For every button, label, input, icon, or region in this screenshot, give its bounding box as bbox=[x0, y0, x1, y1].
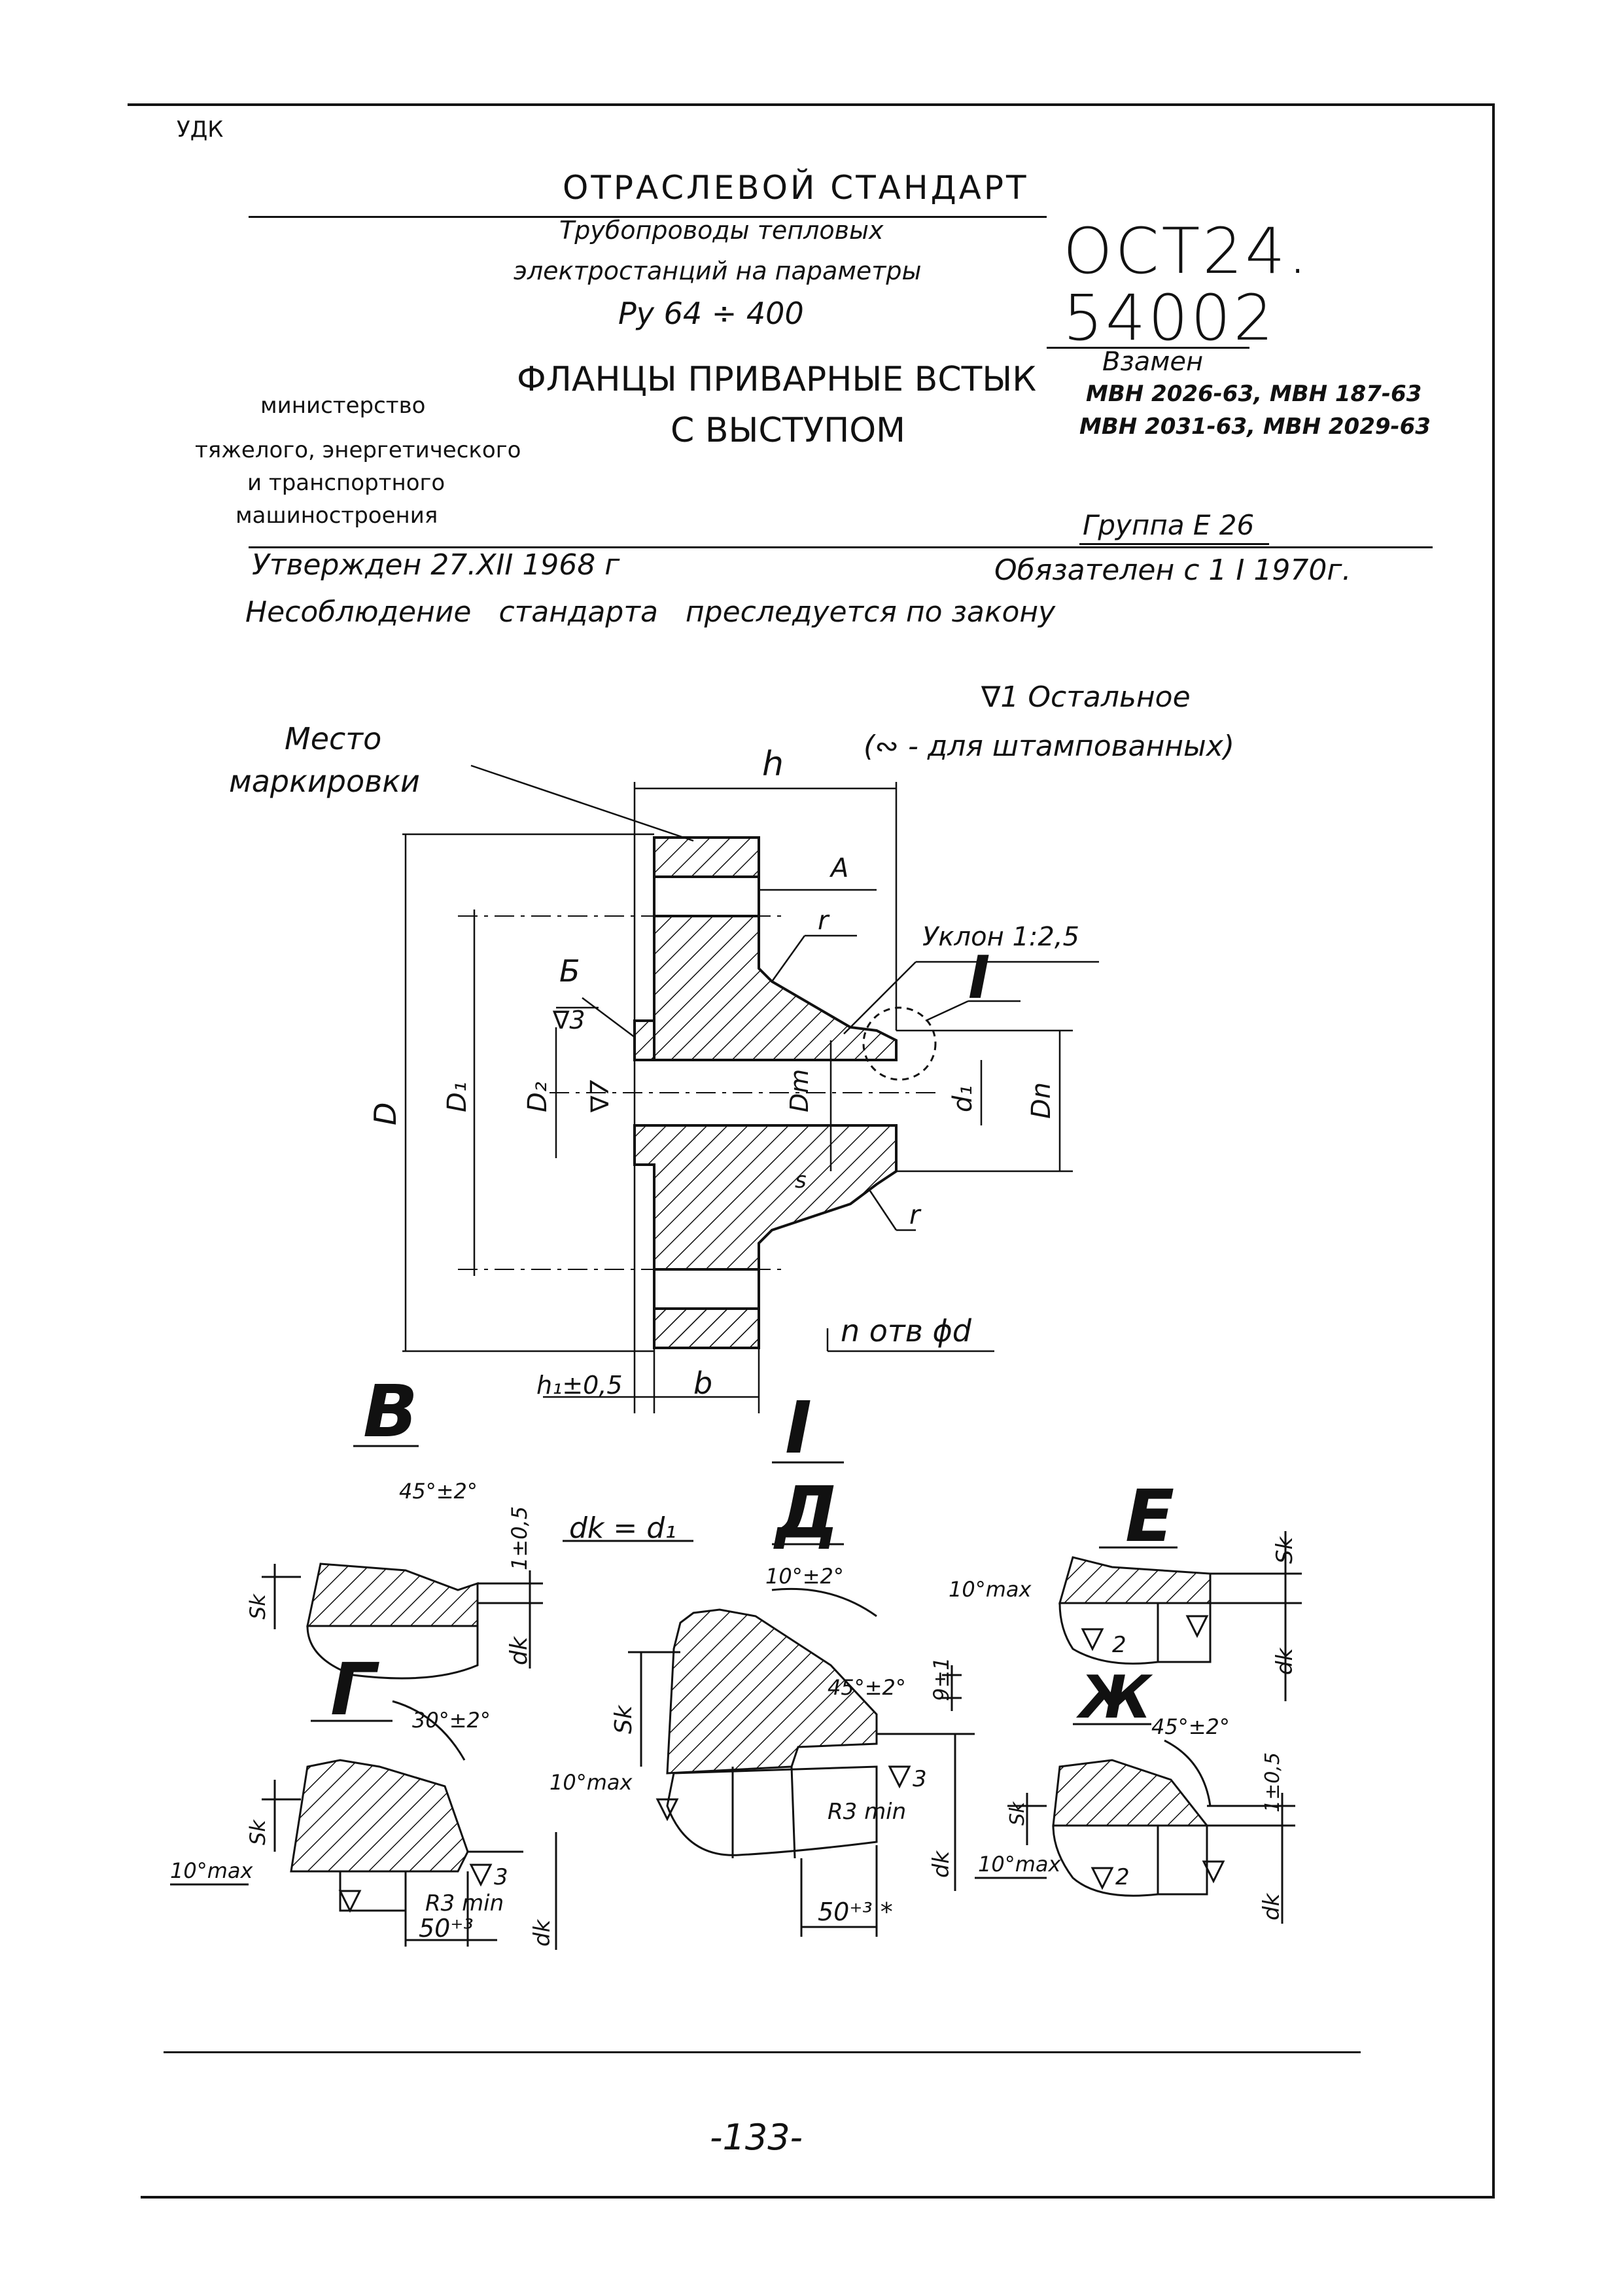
detail-g-title: Г bbox=[330, 1648, 379, 1731]
detail-zh-title: Ж bbox=[1075, 1663, 1153, 1732]
group-underline bbox=[1079, 543, 1269, 545]
subject-line-1: Трубопроводы тепловых bbox=[559, 216, 884, 245]
label-a: А bbox=[829, 853, 848, 883]
ministry-line-3: и транспортного bbox=[247, 470, 445, 496]
ministry-line-4: машиностроения bbox=[236, 503, 438, 529]
udk-label: УДК bbox=[177, 116, 224, 143]
detail-d-angle-1: 10°±2° bbox=[765, 1564, 844, 1589]
marking-place-line-1: Место bbox=[285, 721, 381, 756]
detail-e-maxang: 10°max bbox=[949, 1577, 1032, 1602]
detail-e bbox=[1058, 1531, 1302, 1701]
roughness-marks bbox=[338, 1615, 1225, 1913]
header-divider-2 bbox=[249, 546, 1433, 548]
detail-v-dk: dk bbox=[506, 1635, 532, 1665]
detail-zh-tol: 1±0,5 bbox=[1261, 1752, 1284, 1812]
approved-date: Утвержден 27.XII 1968 г bbox=[252, 548, 620, 582]
detail-d-radius: R3 min bbox=[828, 1799, 906, 1825]
detail-zh-maxang: 10°max bbox=[978, 1852, 1062, 1877]
detail-zh bbox=[975, 1723, 1295, 1924]
detail-d-rough-3: 3 bbox=[913, 1766, 927, 1792]
detail-g-s: Sk bbox=[245, 1819, 270, 1845]
detail-g-angle: 30°±2° bbox=[412, 1708, 491, 1733]
page-number: -133- bbox=[710, 2117, 803, 2158]
detail-zh-s: Sk bbox=[1006, 1801, 1029, 1826]
label-n-holes: n отв ϕd bbox=[841, 1313, 972, 1349]
detail-g-maxang: 10°max bbox=[170, 1858, 254, 1883]
label-D1: D₁ bbox=[442, 1082, 472, 1112]
subject-line-3: Ру 64 ÷ 400 bbox=[618, 296, 804, 331]
detail-v-tol: 1±0,5 bbox=[507, 1506, 532, 1570]
detail-v-s: Sk bbox=[245, 1593, 270, 1619]
label-rough-7: ∇7 bbox=[585, 1080, 614, 1113]
label-b-cyr: Б bbox=[559, 953, 580, 989]
frame-right-line bbox=[1492, 103, 1495, 2199]
footer-divider bbox=[164, 2051, 1361, 2053]
detail-i-d bbox=[628, 1461, 975, 1937]
detail-v-angle: 45°±2° bbox=[399, 1479, 478, 1504]
standard-code-line-2: 54002 bbox=[1063, 281, 1276, 355]
detail-g-radius: R3 min bbox=[425, 1890, 504, 1916]
label-dn: Dn bbox=[1026, 1082, 1056, 1119]
detail-e-title: Е bbox=[1125, 1474, 1174, 1558]
detail-g-rough-3: 3 bbox=[494, 1864, 508, 1890]
detail-v-eq: dk = d₁ bbox=[569, 1511, 676, 1545]
detail-zh-angle: 45°±2° bbox=[1151, 1714, 1230, 1739]
frame-top-line bbox=[128, 103, 1495, 106]
replaces-line-2: МВН 2031-63, МВН 2029-63 bbox=[1079, 414, 1431, 440]
detail-v bbox=[262, 1445, 693, 1680]
ministry-line-1: министерство bbox=[260, 393, 426, 419]
standard-code-line-1: ОСТ24. bbox=[1063, 215, 1310, 288]
marking-place-line-2: маркировки bbox=[229, 764, 420, 799]
label-h: h bbox=[762, 745, 784, 784]
frame-bottom-line bbox=[141, 2196, 1495, 2199]
label-D2: D₂ bbox=[523, 1082, 553, 1112]
detail-zh-dk: dk bbox=[1259, 1892, 1285, 1920]
label-rough-3: ∇3 bbox=[552, 1006, 585, 1034]
detail-e-dk: dk bbox=[1272, 1647, 1298, 1675]
law-note: Несоблюдение стандарта преследуется по з… bbox=[245, 595, 1056, 629]
label-s: s bbox=[795, 1167, 807, 1193]
label-r-bottom: r bbox=[909, 1200, 922, 1230]
slope-label: Уклон 1:2,5 bbox=[922, 922, 1079, 952]
detail-i-title: I bbox=[785, 1386, 812, 1470]
detail-g-dk: dk bbox=[529, 1918, 555, 1947]
detail-d-s: Sk bbox=[610, 1704, 637, 1734]
label-b: b bbox=[693, 1366, 712, 1401]
detail-d-tol: 9±1 bbox=[929, 1657, 954, 1701]
label-d1: d₁ bbox=[948, 1086, 978, 1112]
group-label: Группа Е 26 bbox=[1083, 509, 1255, 541]
replaces-label: Взамен bbox=[1102, 347, 1204, 377]
detail-g bbox=[170, 1700, 557, 1950]
detail-d-title: Д bbox=[773, 1471, 839, 1555]
roughness-note-line-2: (∾ - для штампованных) bbox=[864, 730, 1234, 763]
detail-d-dk: dk bbox=[928, 1850, 954, 1878]
code-underline bbox=[1047, 347, 1249, 349]
label-detail-i: I bbox=[968, 944, 990, 1012]
detail-d-maxang: 10°max bbox=[550, 1770, 633, 1795]
flange-section bbox=[458, 836, 937, 1349]
detail-zh-rough: 2 bbox=[1115, 1864, 1130, 1890]
ministry-line-2: тяжелого, энергетического bbox=[195, 437, 521, 463]
header-divider-1 bbox=[249, 216, 1047, 218]
mandatory-date: Обязателен с 1 I 1970г. bbox=[994, 554, 1352, 587]
detail-e-rough: 2 bbox=[1112, 1632, 1126, 1658]
dimension-lines bbox=[402, 764, 1099, 1413]
standard-type: ОТРАСЛЕВОЙ СТАНДАРТ bbox=[563, 169, 1029, 207]
label-dm: Dm bbox=[785, 1069, 814, 1112]
document-title-line-1: ФЛАНЦЫ ПРИВАРНЫЕ ВСТЫК bbox=[517, 360, 1037, 399]
roughness-note-line-1: ∇1 Остальное bbox=[981, 680, 1191, 714]
label-h1: h₁±0,5 bbox=[536, 1371, 623, 1400]
detail-d-angle-2: 45°±2° bbox=[828, 1675, 906, 1700]
replaces-line-1: МВН 2026-63, МВН 187-63 bbox=[1086, 381, 1422, 407]
label-D: D bbox=[368, 1103, 403, 1125]
document-title-line-2: С ВЫСТУПОМ bbox=[671, 411, 906, 450]
detail-v-title: В bbox=[363, 1369, 418, 1453]
detail-e-s: Sk bbox=[1272, 1536, 1298, 1564]
subject-line-2: электростанций на параметры bbox=[514, 256, 922, 285]
label-r-top: r bbox=[818, 906, 830, 936]
detail-d-dim: 50⁺³ * bbox=[818, 1898, 893, 1926]
detail-g-dim: 50⁺³ bbox=[419, 1914, 474, 1943]
